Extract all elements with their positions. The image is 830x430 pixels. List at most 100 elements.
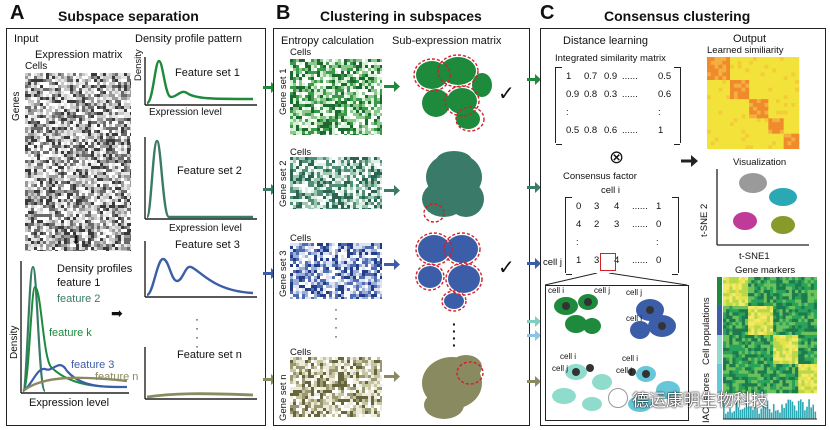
panel-a-title: Subspace separation <box>58 8 199 24</box>
density-plot-1 <box>144 57 257 106</box>
gene-set-2-matrix <box>290 157 382 209</box>
dots-b-cluster: · · · · <box>452 316 457 353</box>
down-arrow: ⬇ <box>71 233 82 247</box>
output-label: Output <box>733 33 767 45</box>
gene-markers-label: Gene markers <box>735 265 796 276</box>
integrated-similarity-label: Integrated similarity matrix <box>555 53 666 64</box>
expr-level-axis-profiles: Expression level <box>29 397 110 409</box>
matrix-cell: : <box>656 237 659 248</box>
matrix-cell: 1 <box>576 255 582 266</box>
inset-label-2: cell j <box>594 286 611 295</box>
panel-a: Input Density profile pattern Expression… <box>6 28 266 426</box>
gene-set-3-label: Gene set 3 <box>278 250 289 297</box>
inset-label-5: cell i <box>560 352 577 361</box>
inset-label-4: cell i <box>626 314 643 323</box>
feature-1-label: feature 1 <box>57 277 101 289</box>
inset-label-1: cell i <box>548 286 565 295</box>
matrix-cell: ...... <box>632 255 648 266</box>
inset-connector <box>544 273 688 286</box>
arrows-b-to-c <box>527 74 541 387</box>
matrix-cell: 0.9 <box>604 71 618 82</box>
matrix-cell: ...... <box>632 201 648 212</box>
feature-k-label: feature k <box>49 327 92 339</box>
visualization-label: Visualization <box>733 157 787 168</box>
panel-b-title: Clustering in subspaces <box>320 8 482 24</box>
cell-populations-label: Cell populations <box>701 297 712 365</box>
gene-set-1-matrix <box>290 59 382 135</box>
matrix-cell: 0.3 <box>604 89 618 100</box>
matrix-cell: 0 <box>576 201 582 212</box>
matrix-cell: 0.8 <box>584 89 598 100</box>
gene-set-2-label: Gene set 2 <box>278 160 289 207</box>
check-set-1: ✓ <box>498 83 515 105</box>
otimes-symbol: ⊗ <box>609 147 625 167</box>
watermark: 德运康明生物科技 <box>632 391 768 410</box>
panel-b: Entropy calculation Sub-expression matri… <box>273 28 530 426</box>
matrix-cell: : <box>576 237 579 248</box>
feature-n-label: feature n <box>95 371 139 383</box>
subexpr-label: Sub-expression matrix <box>392 35 502 47</box>
matrix-cell: 3 <box>594 201 600 212</box>
panel-a-letter: A <box>10 2 25 24</box>
inset-cells <box>552 294 680 412</box>
matrix-cell: 0 <box>656 255 662 266</box>
panel-c-title: Consensus clustering <box>604 8 751 24</box>
panel-c-letter: C <box>540 2 555 24</box>
matrix-cell: 4 <box>576 219 582 230</box>
gene-set-3-matrix <box>290 243 382 299</box>
density-pattern-label: Density profile pattern <box>135 33 242 45</box>
matrix-cell: 3 <box>614 219 620 230</box>
matrix-cell: 3 <box>594 255 600 266</box>
density-axis-profiles: Density <box>9 325 20 359</box>
matrix-cell: 1 <box>656 201 662 212</box>
learned-similarity-heatmap <box>707 57 800 149</box>
gene-markers-heatmap <box>717 277 817 420</box>
tsne-plot <box>716 169 809 246</box>
feature-set-n-label: Feature set n <box>177 349 242 361</box>
cells-label-b1: Cells <box>290 47 312 58</box>
matrix-cell: : <box>658 107 661 118</box>
panel-b-letter: B <box>276 2 291 24</box>
cluster-set-1 <box>413 54 492 132</box>
matrix-cell: ...... <box>632 219 648 230</box>
inset-label-8: cell j <box>616 366 633 375</box>
matrix-cell: 0.9 <box>566 89 580 100</box>
dots-b: · · · · <box>334 302 338 343</box>
matrix-cell: ...... <box>622 89 638 100</box>
cluster-set-n <box>422 355 484 419</box>
arrows-in-b <box>384 81 400 382</box>
cells-label-b3: Cells <box>290 233 312 244</box>
watermark-logo-icon <box>608 388 628 408</box>
inset-label-7: cell i <box>622 354 639 363</box>
cluster-set-3 <box>415 232 483 312</box>
matrix-cell: 0 <box>656 219 662 230</box>
cells-label-b2: Cells <box>290 147 312 158</box>
density-plot-3 <box>144 241 257 298</box>
density-plot-n <box>144 347 257 400</box>
density-profiles-plot <box>20 261 129 394</box>
feature-set-3-label: Feature set 3 <box>175 239 240 251</box>
matrix-cell: 1 <box>658 125 664 136</box>
input-label: Input <box>14 33 39 45</box>
cells-label-a: Cells <box>25 61 48 72</box>
matrix-cell: 0.5 <box>658 71 672 82</box>
learned-similarity-label: Learned similiarity <box>707 45 784 56</box>
right-arrow-a: ➡ <box>111 305 123 321</box>
matrix-cell: ...... <box>622 125 638 136</box>
gene-set-n-matrix <box>290 357 382 417</box>
expr-level-axis-2: Expression level <box>169 223 242 234</box>
expression-matrix <box>25 73 131 251</box>
cluster-set-2 <box>422 151 484 223</box>
density-axis-1: Density <box>133 49 144 81</box>
matrix-cell: 4 <box>614 255 620 266</box>
entropy-label: Entropy calculation <box>281 35 374 47</box>
inset-label-3: cell j <box>626 288 643 297</box>
cells-label-b4: Cells <box>290 347 312 358</box>
gene-set-1-label: Gene set 1 <box>278 68 289 115</box>
density-profiles-label: Density profiles <box>57 263 133 275</box>
arrow-to-output <box>681 155 698 167</box>
matrix-cell: 0.8 <box>584 125 598 136</box>
matrix-cell: 1 <box>566 71 572 82</box>
